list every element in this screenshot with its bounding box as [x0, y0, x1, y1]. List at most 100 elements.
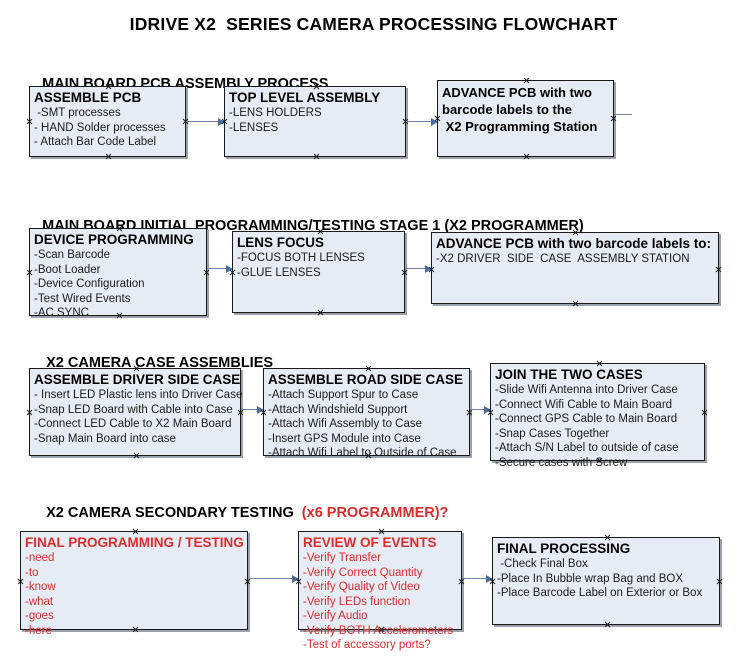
box-line: -here: [25, 624, 52, 637]
box-content: ADVANCE PCB with two barcode labels to: …: [432, 233, 718, 267]
arrowhead-icon: [257, 405, 264, 414]
box-content: DEVICE PROGRAMMING -Scan Barcode -Boot L…: [30, 229, 206, 321]
box-line: -Device Configuration: [34, 278, 145, 290]
box-content: FINAL PROCESSING -Check Final Box -Place…: [493, 538, 719, 601]
box-line-overflow: -Test of accessory ports?: [303, 639, 431, 651]
box-line: -Snap Main Board into case: [34, 432, 176, 445]
box-line: -SMT processes: [34, 107, 121, 119]
connector-arrow: [186, 117, 225, 126]
box-title: DEVICE PROGRAMMING: [34, 232, 194, 247]
box-title: ASSEMBLE DRIVER SIDE CASE: [34, 372, 241, 387]
connection-handle-bottom[interactable]: [604, 621, 611, 628]
box-line: -Scan Barcode: [34, 249, 111, 261]
process-box-final-processing[interactable]: FINAL PROCESSING -Check Final Box -Place…: [492, 537, 720, 625]
box-line: -know: [25, 581, 56, 593]
box-line: -Verify Transfer: [303, 552, 381, 564]
box-line: -Verify Quality of Video: [303, 581, 420, 593]
process-box-lens-focus[interactable]: LENS FOCUS -FOCUS BOTH LENSES -GLUE LENS…: [232, 231, 405, 313]
box-title: ASSEMBLE PCB: [34, 90, 142, 105]
box-line: -Place In Bubble wrap Bag and BOX: [497, 572, 684, 585]
box-line: - HAND Solder processes: [34, 121, 166, 134]
box-line: -to: [25, 566, 39, 579]
connection-handle-right[interactable]: [715, 266, 722, 273]
box-line: -Connect GPS Cable to Main Board: [495, 413, 678, 425]
section-heading-case-assemblies: X2 CAMERA CASE ASSEMBLIES: [30, 339, 273, 387]
box-line: -Attach S/N Label to outside of case: [495, 442, 679, 454]
connector-arrow: [248, 574, 299, 583]
box-line: -goes: [25, 610, 54, 622]
box-title: ADVANCE PCB with two barcode labels to t…: [442, 85, 598, 134]
box-line: -Connect Wifi Cable to Main Board: [495, 398, 673, 411]
process-box-review-of-events[interactable]: REVIEW OF EVENTS -Verify Transfer -Verif…: [298, 531, 462, 651]
arrowhead-icon: [484, 405, 491, 414]
connection-handle-bottom[interactable]: [572, 300, 579, 307]
section-heading-accent: (x6 PROGRAMMER)?: [301, 505, 449, 521]
process-box-assemble-driver-side-case[interactable]: ASSEMBLE DRIVER SIDE CASE - Insert LED P…: [29, 368, 243, 459]
box-content: ASSEMBLE ROAD SIDE CASE -Attach Support …: [264, 369, 469, 461]
connector-arrow: [207, 264, 233, 273]
box-line: -Secure cases with Screw: [495, 456, 628, 469]
connection-handle-bottom[interactable]: [317, 309, 324, 316]
box-line: -need: [25, 552, 55, 564]
process-box-advance-pcb-driver-side[interactable]: ADVANCE PCB with two barcode labels to: …: [431, 232, 719, 304]
box-content: LENS FOCUS -FOCUS BOTH LENSES -GLUE LENS…: [233, 232, 404, 280]
connection-handle-bottom[interactable]: [133, 452, 140, 459]
arrowhead-icon: [486, 574, 493, 583]
connector-stub: [614, 114, 632, 115]
box-title: FINAL PROGRAMMING / TESTING: [25, 535, 244, 550]
box-line: -Attach Support Spur to Case: [268, 389, 419, 401]
box-line: -X2 DRIVER SIDE CASE ASSEMBLY STATION: [436, 253, 690, 265]
connector-arrow: [462, 574, 493, 583]
page-title: IDRIVE X2 SERIES CAMERA PROCESSING FLOWC…: [129, 14, 618, 34]
box-title: JOIN THE TWO CASES: [495, 367, 643, 382]
section-heading-text: X2 CAMERA SECONDARY TESTING: [46, 505, 302, 521]
connector-arrow: [405, 264, 432, 273]
box-line: -Connect LED Cable to X2 Main Board: [34, 418, 232, 430]
box-content: ASSEMBLE PCB -SMT processes - HAND Solde…: [30, 87, 185, 150]
box-line: -FOCUS BOTH LENSES: [237, 252, 365, 264]
box-line: -Boot Loader: [34, 263, 101, 276]
arrowhead-icon: [425, 264, 432, 273]
process-box-advance-pcb-programming-station[interactable]: ADVANCE PCB with two barcode labels to t…: [437, 80, 614, 157]
box-line: -Place Barcode Label on Exterior or Box: [497, 587, 703, 599]
box-line: -Verify Audio: [303, 610, 368, 622]
connector-arrow: [470, 405, 491, 414]
box-line: -AC SYNC: [34, 307, 89, 319]
box-line: -Attach Wifi Label to Outside of Case: [268, 447, 457, 459]
box-title: REVIEW OF EVENTS: [303, 535, 437, 550]
process-box-join-the-two-cases[interactable]: JOIN THE TWO CASES -Slide Wifi Antenna i…: [490, 363, 705, 469]
arrowhead-icon: [226, 264, 233, 273]
box-title: ASSEMBLE ROAD SIDE CASE: [268, 372, 464, 387]
connection-handle-bottom[interactable]: [105, 153, 112, 160]
box-line: -Verify Correct Quantity: [303, 566, 423, 579]
box-content: REVIEW OF EVENTS -Verify Transfer -Verif…: [299, 532, 461, 653]
box-title: TOP LEVEL ASSEMBLY: [229, 90, 381, 105]
box-content: JOIN THE TWO CASES -Slide Wifi Antenna i…: [491, 364, 704, 470]
box-line: -Insert GPS Module into Case: [268, 432, 421, 445]
process-box-assemble-pcb[interactable]: ASSEMBLE PCB -SMT processes - HAND Solde…: [29, 86, 186, 157]
box-line: -Check Final Box: [497, 558, 588, 570]
process-box-top-level-assembly[interactable]: TOP LEVEL ASSEMBLY -LENS HOLDERS -LENSES: [224, 86, 406, 157]
process-box-device-programming[interactable]: DEVICE PROGRAMMING -Scan Barcode -Boot L…: [29, 228, 207, 319]
box-content: FINAL PROGRAMMING / TESTING -need -to -k…: [21, 532, 247, 638]
connector-arrow: [406, 117, 438, 126]
box-line: -Verify BOTH Accelerometers: [303, 624, 454, 637]
connection-handle-bottom[interactable]: [523, 153, 530, 160]
box-line: -GLUE LENSES: [237, 266, 321, 279]
box-line: -Attach Wifi Assembly to Case: [268, 418, 423, 430]
box-line: -Snap LED Board with Cable into Case: [34, 403, 233, 416]
box-line: -Slide Wifi Antenna into Driver Case: [495, 384, 678, 396]
box-line: -LENSES: [229, 121, 279, 134]
section-heading-secondary-testing: X2 CAMERA SECONDARY TESTING (x6 PROGRAMM…: [30, 489, 448, 537]
box-content: ASSEMBLE DRIVER SIDE CASE - Insert LED P…: [30, 369, 243, 446]
process-box-assemble-road-side-case[interactable]: ASSEMBLE ROAD SIDE CASE -Attach Support …: [263, 368, 470, 459]
connection-handle-bottom[interactable]: [313, 153, 320, 160]
box-title: ADVANCE PCB with two barcode labels to:: [436, 236, 712, 251]
box-line: -Snap Cases Together: [495, 427, 610, 440]
box-content: ADVANCE PCB with two barcode labels to t…: [438, 81, 613, 135]
box-line: -LENS HOLDERS: [229, 107, 322, 119]
section-heading-text: X2 CAMERA CASE ASSEMBLIES: [46, 355, 274, 371]
process-box-final-programming-testing[interactable]: FINAL PROGRAMMING / TESTING -need -to -k…: [20, 531, 248, 637]
box-line: - Insert LED Plastic lens into Driver Ca…: [34, 389, 243, 401]
